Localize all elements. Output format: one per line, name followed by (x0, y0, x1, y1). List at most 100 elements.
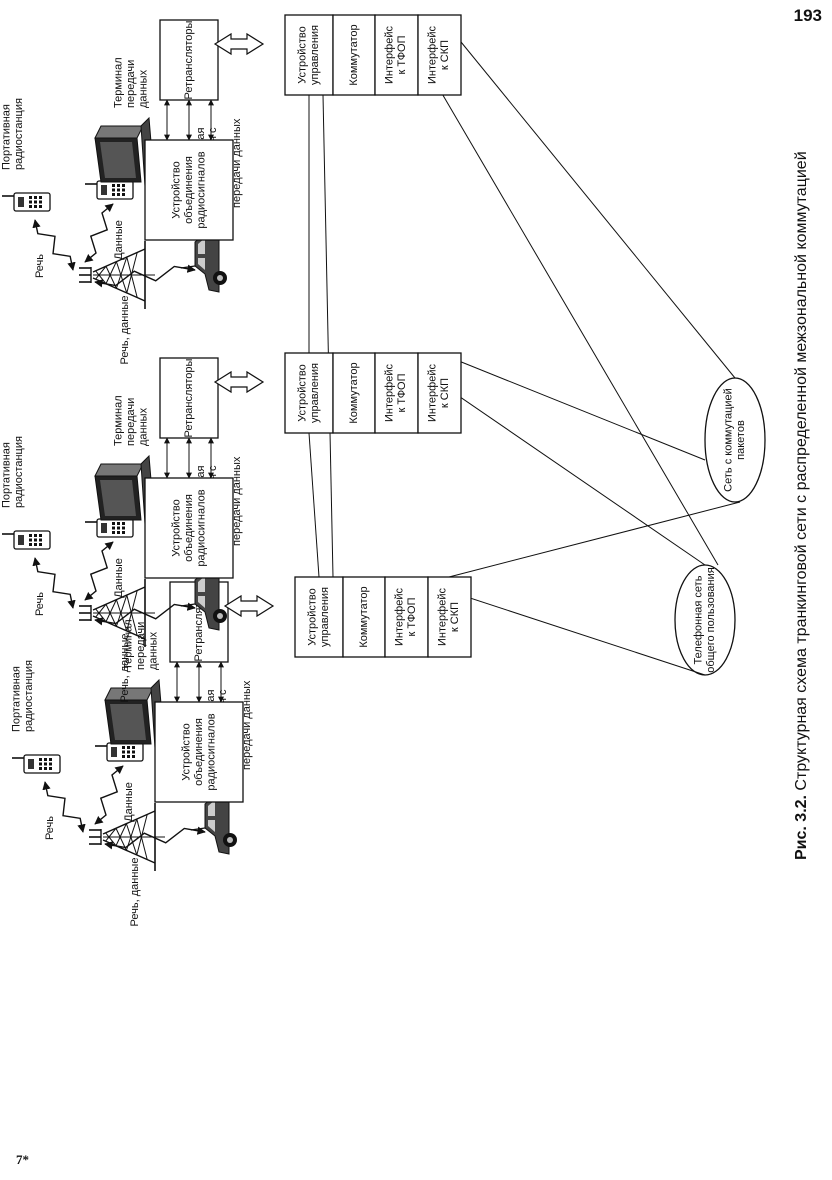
terminal-label: Терминал (112, 395, 124, 446)
data-link-terminal (94, 765, 124, 825)
repeaters-label: Ретрансляторы (183, 20, 195, 99)
repeaters-box (159, 357, 219, 439)
switch-label: Коммутатор (358, 586, 370, 647)
speech-label: Речь (44, 816, 56, 840)
terminal-label: данных (137, 407, 149, 446)
repeaters-label: Ретрансляторы (183, 358, 195, 437)
combiner-label: радиосигналов (195, 151, 207, 228)
figure-caption: Рис. 3.2. Структурная схема транкинговой… (793, 151, 810, 860)
packet-network-label: Сеть с коммутацией (723, 388, 735, 492)
data-label: Данные (113, 558, 125, 598)
speech-label: Речь (34, 592, 46, 616)
pdn-interface-label: к СКП (439, 378, 451, 408)
repeaters-box (159, 19, 219, 101)
mobile-radio-label: передачи данных (241, 680, 253, 770)
portable-radio-icon (85, 180, 134, 200)
pdn-interface-label: Интерфейс (427, 26, 439, 84)
figure-caption-body: Структурная схема транкинговой сети с ра… (793, 151, 810, 790)
mobile-radio-label: передачи данных (231, 456, 243, 546)
speech-data-label: Речь, данные (119, 634, 131, 703)
packet-link (438, 14, 736, 379)
pstn-interface-label: Интерфейс (384, 364, 396, 422)
packet-network-label: пакетов (735, 420, 747, 460)
speech-data-link-car (94, 602, 196, 626)
pstn-interface-label: Интерфейс (384, 26, 396, 84)
pdn-interface-box (417, 352, 462, 434)
pdn-interface-label: к СКП (449, 602, 461, 632)
pstn-network-label: общего пользования (705, 567, 717, 672)
combiner-label: радиосигналов (205, 713, 217, 790)
pdn-interface-box (427, 576, 472, 658)
speech-data-label: Речь, данные (129, 858, 141, 927)
combiner-label: объединения (183, 156, 195, 224)
pstn-network-label: Телефонная сеть (693, 575, 705, 664)
portable-radio-icon (95, 742, 144, 762)
pstn-interface-label: к ТФОП (396, 35, 408, 74)
speech-link-portable (32, 219, 76, 271)
terminal-label: передачи (125, 398, 137, 446)
combiner-label: Устройство (170, 499, 182, 557)
speech-link-portable (42, 781, 86, 833)
terminal-label: передачи (125, 60, 137, 108)
control-unit-label: Устройство (307, 588, 319, 646)
pstn-link (395, 14, 719, 566)
control-bus-arrow (223, 594, 275, 618)
packet-link (448, 501, 741, 578)
combiner-label: объединения (193, 718, 205, 786)
pdn-interface-box (417, 14, 462, 96)
data-terminal-icon (104, 678, 165, 750)
pstn-interface-label: Интерфейс (394, 588, 406, 646)
portable-radio-label: Портативная (11, 666, 23, 732)
pstn-interface-label: к ТФОП (396, 373, 408, 412)
portable-radio-label: радиостанция (23, 660, 35, 732)
terminal-label: данных (147, 631, 159, 670)
control-bus-arrow (213, 370, 265, 394)
data-label: Данные (123, 782, 135, 822)
data-link-terminal (84, 203, 114, 263)
switch-label: Коммутатор (348, 362, 360, 423)
portable-radio-label: Портативная (1, 104, 13, 170)
control-unit-label: Устройство (297, 364, 309, 422)
control-unit-label: Устройство (297, 26, 309, 84)
portable-radio-icon (2, 530, 51, 550)
combiner-label: объединения (183, 494, 195, 562)
speech-data-link-car (104, 826, 206, 850)
combiner-label: радиосигналов (195, 489, 207, 566)
packet-link (438, 352, 706, 461)
control-unit-label: управления (309, 25, 321, 85)
terminal-label: передачи (135, 622, 147, 670)
figure-caption-text: Рис. 3.2. Структурная схема транкинговой… (793, 151, 810, 860)
combiner-label: Устройство (170, 161, 182, 219)
pdn-interface-label: к СКП (439, 40, 451, 70)
portable-radio-label: радиостанция (13, 98, 25, 170)
mobile-radio-label: передачи данных (231, 118, 243, 208)
figure-caption-label: Рис. 3.2. (793, 791, 810, 860)
speech-data-link-car (94, 264, 196, 288)
page-number: 193 (793, 6, 822, 25)
pstn-interface-label: к ТФОП (406, 597, 418, 636)
portable-radio-label: Портативная (1, 442, 13, 508)
control-unit-label: управления (309, 363, 321, 423)
data-link-terminal (84, 541, 114, 601)
terminal-label: данных (137, 69, 149, 108)
control-unit-label: управления (319, 587, 331, 647)
speech-data-label: Речь, данные (119, 296, 131, 365)
portable-radio-icon (2, 192, 51, 212)
terminal-label: Терминал (112, 57, 124, 108)
portable-radio-icon (12, 754, 61, 774)
combiner-label: Устройство (180, 723, 192, 781)
control-bus-arrow (213, 32, 265, 56)
speech-label: Речь (34, 254, 46, 278)
portable-radio-label: радиостанция (13, 436, 25, 508)
pdn-interface-label: Интерфейс (437, 588, 449, 646)
portable-radio-icon (85, 518, 134, 538)
inter-zone-link (322, 94, 334, 578)
speech-link-portable (32, 557, 76, 609)
